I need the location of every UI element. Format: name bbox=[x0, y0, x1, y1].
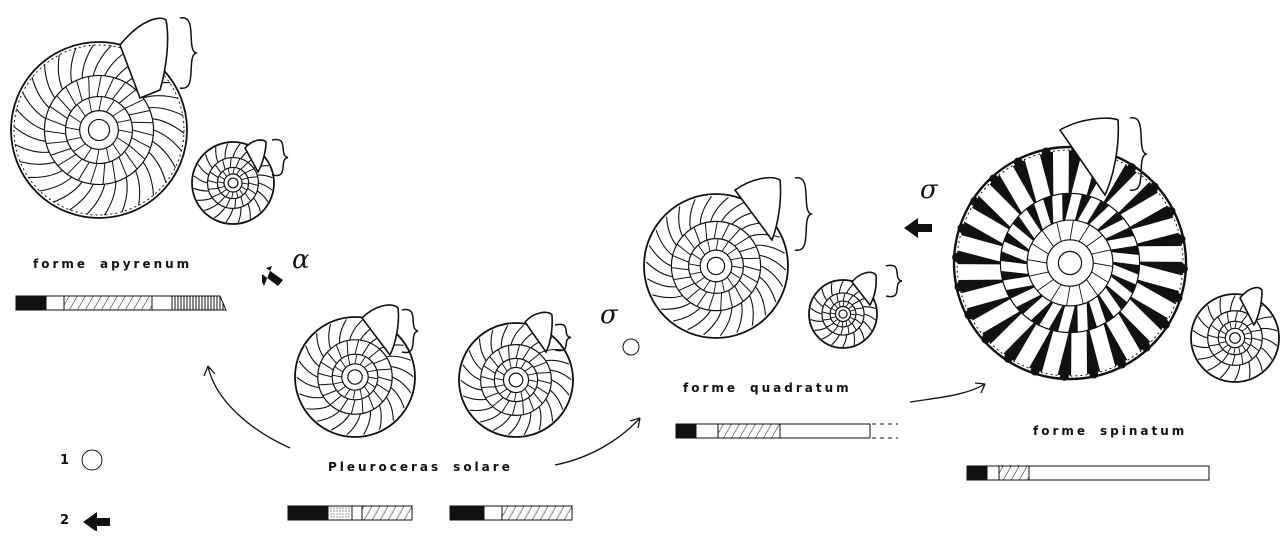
label-spinatum-word2: spinatum bbox=[1100, 424, 1187, 438]
bar-spinatum-seg-0 bbox=[967, 466, 987, 480]
bar-quadratum-seg-1 bbox=[696, 424, 718, 438]
label-forme-quadratum: forme quadratum bbox=[683, 381, 852, 395]
bar-solare-left-seg-3 bbox=[362, 506, 412, 520]
legend-number-1: 1 bbox=[60, 453, 69, 468]
shell-spinatum-large bbox=[952, 145, 1188, 381]
label-apyrenum-word2: apyrenum bbox=[100, 257, 192, 271]
shell-spinatum-large-spine-15 bbox=[989, 174, 998, 183]
bar-quadratum-seg-2 bbox=[718, 424, 780, 438]
male-symbol-spinatum: σ bbox=[920, 175, 938, 205]
up-left-arrow-icon bbox=[262, 266, 283, 286]
bar-apyrenum-seg-3 bbox=[152, 296, 172, 310]
label-quadratum-word2: quadratum bbox=[750, 381, 852, 395]
label-forme-apyrenum: forme apyrenum bbox=[33, 257, 192, 271]
shell-spinatum-large-spine-10 bbox=[964, 310, 973, 319]
bar-quadratum-dashed-end bbox=[872, 424, 898, 438]
shell-spinatum-small bbox=[1191, 294, 1279, 382]
arrow-quadratum-to-spinatum bbox=[910, 384, 985, 402]
bar-solare-left-seg-1 bbox=[328, 506, 352, 520]
bar-solare-left bbox=[288, 506, 412, 520]
label-forme-spinatum: forme spinatum bbox=[1033, 424, 1187, 438]
label-spinatum-word1: forme bbox=[1033, 424, 1088, 438]
bar-solare-right bbox=[450, 506, 572, 520]
bar-apyrenum bbox=[16, 296, 226, 310]
bar-spinatum-seg-2 bbox=[999, 466, 1029, 480]
alpha-symbol-apyrenum: ɑ bbox=[292, 245, 310, 275]
shell-spinatum-small-outline bbox=[1191, 294, 1279, 382]
shell-spinatum-large-spine-8 bbox=[1004, 354, 1013, 363]
label-solare-word2: solare bbox=[453, 460, 513, 474]
shell-spinatum-large-spine-5 bbox=[1089, 369, 1098, 378]
shell-spinatum-large-spine-9 bbox=[981, 335, 990, 344]
bar-solare-right-seg-0 bbox=[450, 506, 484, 520]
bar-solare-right-seg-1 bbox=[484, 506, 502, 520]
label-quadratum-word1: forme bbox=[683, 381, 738, 395]
shell-spinatum-large-spine-0 bbox=[1179, 264, 1188, 273]
shell-spinatum-large-spine-4 bbox=[1117, 360, 1126, 369]
shell-spinatum-large-spine-17 bbox=[1042, 148, 1051, 157]
shell-quadratum-small-bracket bbox=[886, 265, 902, 296]
bar-solare-left-seg-2 bbox=[352, 506, 362, 520]
shell-spinatum-large-spine-22 bbox=[1167, 207, 1176, 216]
bar-quadratum-seg-0 bbox=[676, 424, 696, 438]
arrow-solare-to-apyrenum bbox=[208, 366, 290, 448]
male-symbol-quadratum: σ bbox=[600, 300, 618, 330]
arrow-solare-to-quadratum bbox=[555, 418, 640, 465]
label-apyrenum-word1: forme bbox=[33, 257, 88, 271]
shell-spinatum-large-spine-23 bbox=[1176, 235, 1185, 244]
bar-apyrenum-seg-0 bbox=[16, 296, 46, 310]
shell-spinatum-large-spine-13 bbox=[957, 224, 966, 233]
bar-apyrenum-tail bbox=[172, 296, 226, 310]
bar-quadratum-seg-3 bbox=[780, 424, 870, 438]
shell-spinatum-large-spine-7 bbox=[1031, 367, 1040, 376]
left-arrow-icon bbox=[904, 218, 932, 238]
shell-spinatum-large-spine-2 bbox=[1161, 320, 1170, 329]
shell-spinatum-large-spine-3 bbox=[1142, 343, 1151, 352]
bar-quadratum bbox=[676, 424, 870, 438]
shell-spinatum-large-spine-20 bbox=[1127, 163, 1136, 172]
shell-spinatum-large-spine-11 bbox=[955, 282, 964, 291]
legend-left-arrow-icon bbox=[83, 512, 110, 531]
shell-solare-right-outline bbox=[459, 323, 573, 437]
shell-spinatum-large-spine-16 bbox=[1014, 157, 1023, 166]
shell-apyrenum-small-bracket bbox=[272, 139, 288, 175]
circle-outline-icon bbox=[623, 339, 639, 355]
bar-solare-right-seg-2 bbox=[502, 506, 572, 520]
shell-spinatum-large-spine-1 bbox=[1174, 293, 1183, 302]
shell-quadratum-large-bracket bbox=[795, 178, 811, 251]
shell-apyrenum-large-bracket bbox=[180, 18, 196, 89]
shell-solare-right bbox=[459, 323, 573, 437]
bar-apyrenum-seg-1 bbox=[46, 296, 64, 310]
label-solare-word1: Pleuroceras bbox=[328, 460, 441, 474]
shell-spinatum-large-spine-21 bbox=[1150, 182, 1159, 191]
label-pleuroceras-solare: Pleuroceras solare bbox=[328, 460, 513, 474]
legend-number-2: 2 bbox=[60, 513, 69, 528]
shell-spinatum-large-spine-6 bbox=[1060, 372, 1069, 381]
bar-solare-left-seg-0 bbox=[288, 506, 328, 520]
legend-circle-outline-icon bbox=[82, 450, 102, 470]
bar-apyrenum-seg-2 bbox=[64, 296, 152, 310]
bar-spinatum-seg-3 bbox=[1029, 466, 1209, 480]
bar-spinatum bbox=[967, 466, 1209, 480]
shell-spinatum-large-spine-12 bbox=[952, 253, 961, 262]
shell-spinatum-large-spine-14 bbox=[970, 197, 979, 206]
bar-spinatum-seg-1 bbox=[987, 466, 999, 480]
